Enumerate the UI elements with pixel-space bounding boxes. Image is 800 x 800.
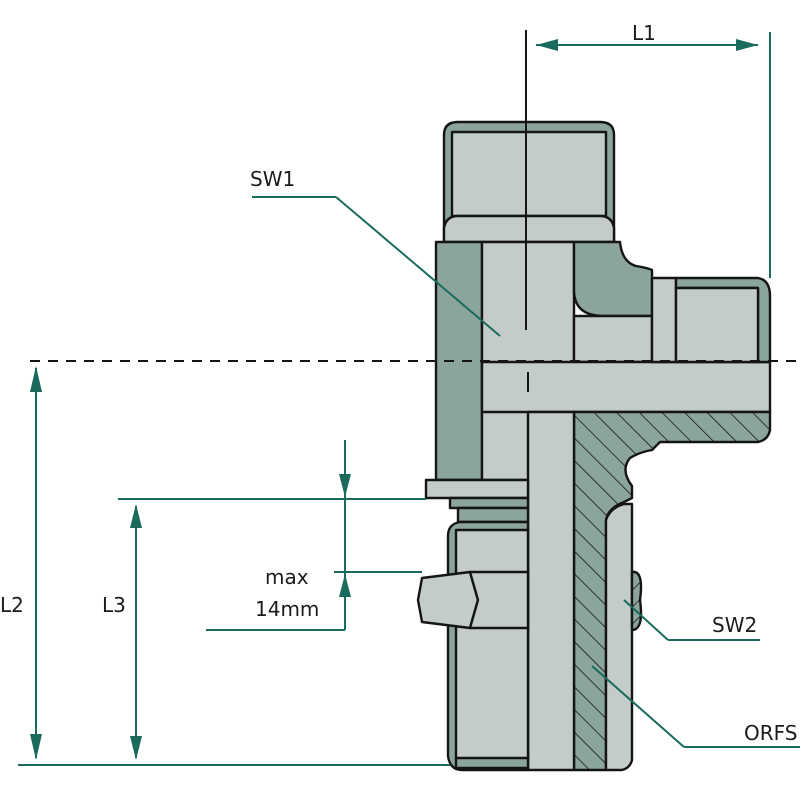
leader-sw1: SW1 bbox=[250, 167, 501, 337]
leader-orfs: ORFS bbox=[591, 665, 800, 748]
label-max: max bbox=[265, 565, 309, 589]
label-l1: L1 bbox=[632, 21, 656, 45]
label-l2: L2 bbox=[0, 593, 24, 617]
leader-sw2: SW2 bbox=[623, 599, 760, 641]
dimension-l1: L1 bbox=[536, 21, 771, 278]
o-ring bbox=[630, 570, 643, 632]
label-l3: L3 bbox=[102, 593, 126, 617]
bore bbox=[526, 410, 576, 772]
label-sw1: SW1 bbox=[250, 167, 295, 191]
label-orfs: ORFS bbox=[744, 721, 798, 745]
dimension-l3: L3 bbox=[102, 498, 426, 760]
label-14mm: 14mm bbox=[255, 597, 319, 621]
section-hatch bbox=[572, 410, 772, 772]
tee-body bbox=[434, 240, 772, 482]
lower-tube-right bbox=[604, 502, 634, 772]
top-cap bbox=[442, 120, 616, 244]
label-sw2: SW2 bbox=[712, 613, 757, 637]
dimension-l2: L2 bbox=[0, 366, 450, 766]
lower-assembly bbox=[416, 478, 530, 772]
dimension-max-14mm: max 14mm bbox=[206, 440, 422, 631]
